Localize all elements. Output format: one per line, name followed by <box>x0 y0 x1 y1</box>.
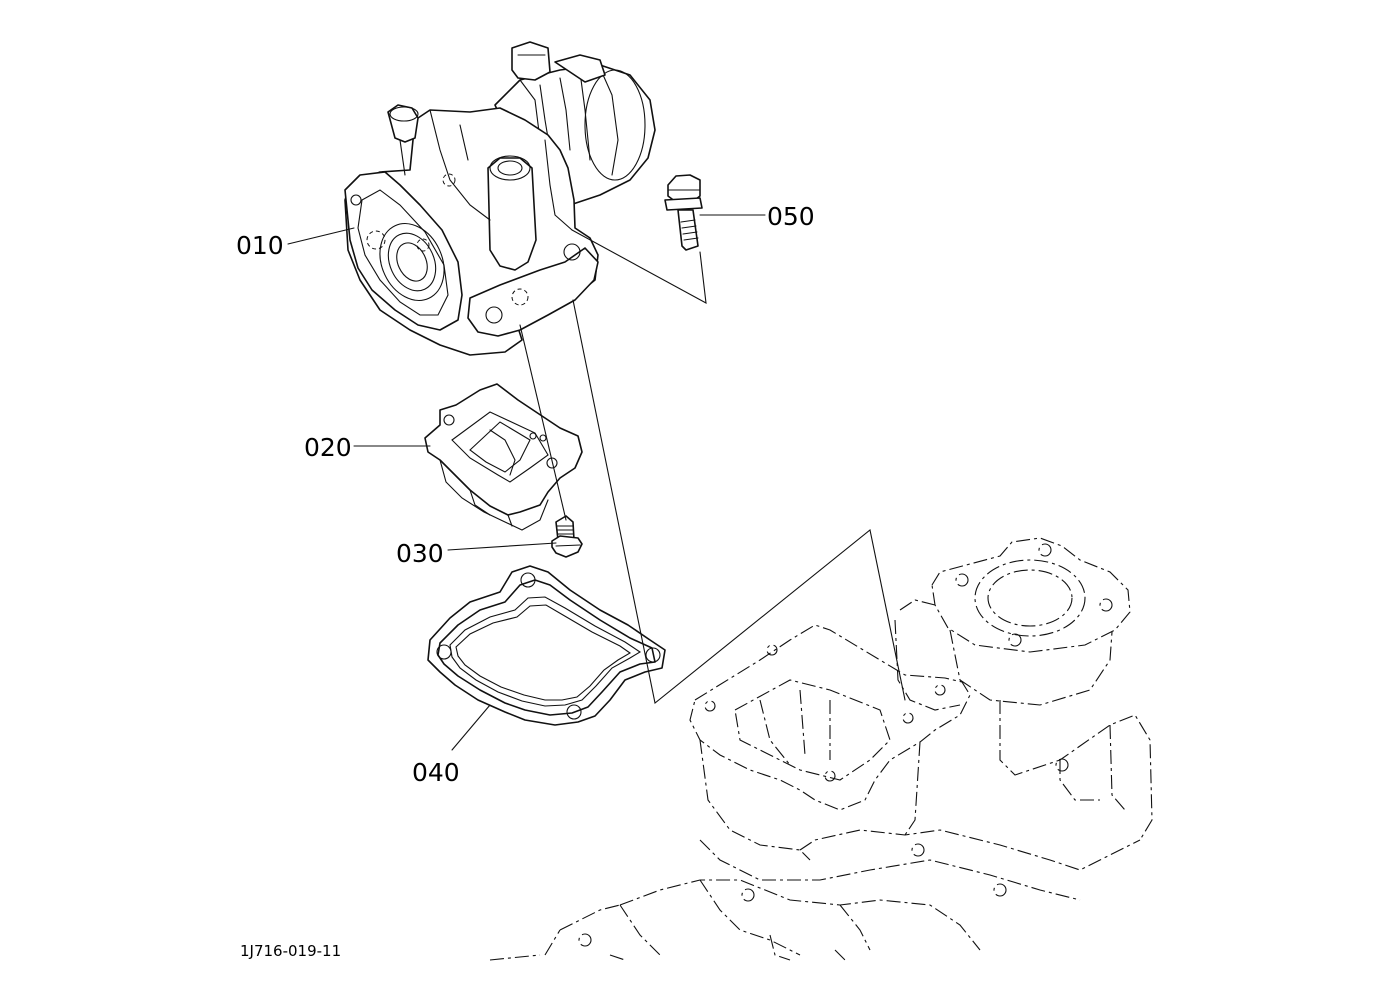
callout-050: 050 <box>767 202 815 231</box>
bolt-050 <box>664 174 703 251</box>
callout-030: 030 <box>396 539 444 568</box>
gasket-040 <box>427 565 666 726</box>
leader-010 <box>287 227 355 245</box>
leader-030 <box>447 542 557 551</box>
callout-010: 010 <box>236 231 284 260</box>
intake-manifold-phantom <box>489 537 1153 961</box>
callout-040: 040 <box>412 758 460 787</box>
screw-030 <box>551 515 583 558</box>
plate-020 <box>424 383 583 531</box>
assembly-lines <box>519 229 906 704</box>
egr-valve-010 <box>344 41 656 356</box>
leader-040 <box>451 704 491 751</box>
leader-lines <box>287 214 766 751</box>
drawing-reference-number: 1J716-019-11 <box>240 942 341 960</box>
callout-020: 020 <box>304 433 352 462</box>
